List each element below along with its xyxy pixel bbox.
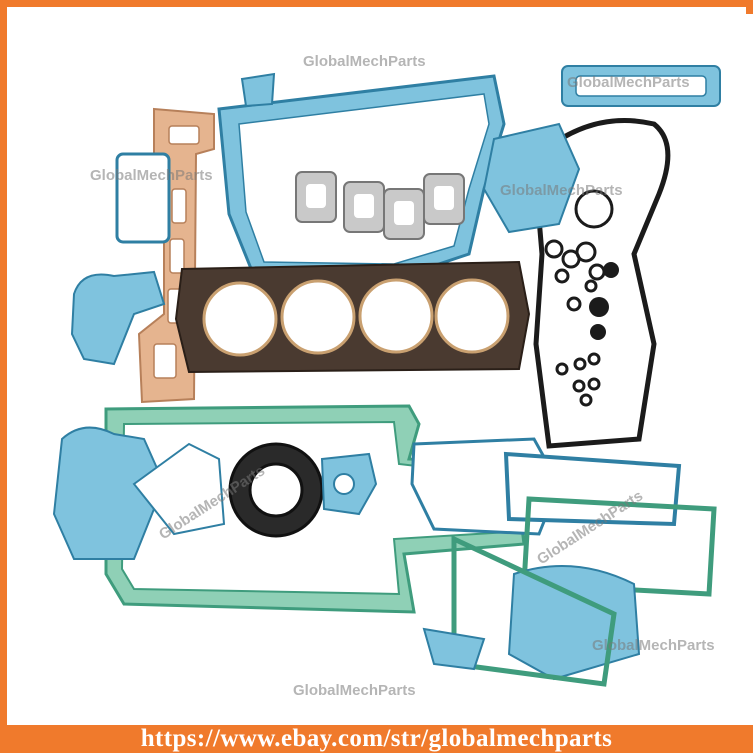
store-url-banner: https://www.ebay.com/str/globalmechparts bbox=[0, 725, 753, 753]
watermark-text: GlobalMechParts bbox=[303, 53, 426, 70]
rocker-cover-gasket bbox=[521, 496, 717, 597]
side-cover-gasket-inner bbox=[575, 75, 707, 97]
watermark-text: GlobalMechParts bbox=[567, 74, 690, 91]
gasket-kit-illustration bbox=[52, 65, 721, 687]
cylinder-bores bbox=[202, 278, 510, 357]
watermark-text: GlobalMechParts bbox=[592, 637, 715, 654]
intake-ports bbox=[153, 125, 200, 379]
side-plate-gasket bbox=[451, 535, 617, 687]
water-outlet-gasket bbox=[70, 270, 166, 366]
thermostat-gasket bbox=[115, 152, 171, 244]
watermark-text: GlobalMechParts bbox=[293, 682, 416, 699]
store-url-text: https://www.ebay.com/str/globalmechparts bbox=[140, 725, 613, 752]
watermark-text: GlobalMechParts bbox=[500, 182, 623, 199]
small-bracket-gasket bbox=[422, 627, 486, 671]
timing-plate-gasket bbox=[132, 442, 226, 536]
water-pump-gasket bbox=[52, 426, 166, 560]
rear-plate-gasket bbox=[507, 565, 641, 681]
valve-cover-gasket bbox=[531, 118, 671, 449]
manifold-gaskets bbox=[295, 171, 465, 240]
oil-cooler-gasket bbox=[482, 122, 581, 234]
rubber-plugs bbox=[589, 262, 619, 340]
watermark-text: GlobalMechParts bbox=[90, 167, 213, 184]
crankshaft-seal-inner bbox=[248, 462, 304, 518]
o-rings bbox=[544, 189, 614, 407]
product-photo: GlobalMechParts GlobalMechParts GlobalMe… bbox=[14, 14, 753, 726]
small-gaskets bbox=[240, 72, 378, 516]
inspection-cover-gasket bbox=[503, 451, 682, 527]
